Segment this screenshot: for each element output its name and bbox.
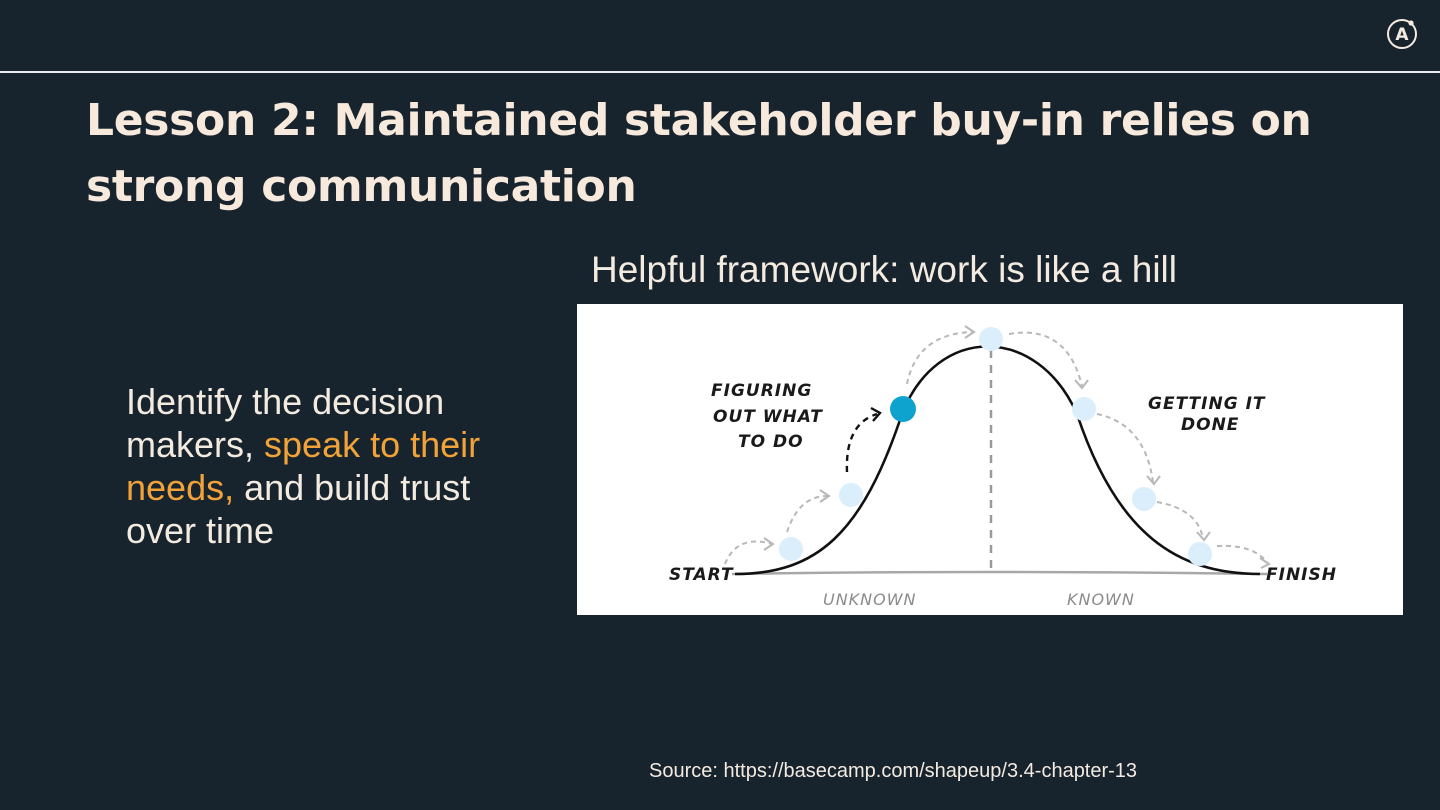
label-start: START <box>669 565 734 585</box>
label-figuring-1: FIGURING <box>711 381 812 401</box>
label-known: KNOWN <box>1067 590 1135 609</box>
label-getting-1: GETTING IT <box>1148 394 1266 414</box>
body-text-highlight: speak to their needs, <box>126 424 481 508</box>
ghost-dot <box>779 537 803 561</box>
brand-logo-letter: A <box>1395 25 1409 45</box>
figure-caption: Helpful framework: work is like a hill <box>591 249 1178 290</box>
hill-curve <box>734 345 1261 576</box>
ghost-dot <box>839 483 863 507</box>
label-finish: FINISH <box>1266 565 1337 585</box>
source-citation: Source: https://basecamp.com/shapeup/3.4… <box>649 760 1138 782</box>
body-text-part3: and build trust over time <box>126 467 471 551</box>
label-getting-2: DONE <box>1181 415 1239 435</box>
slide-title: Lesson 2: Maintained stakeholder buy-in … <box>86 95 1312 212</box>
header-divider <box>0 71 1440 73</box>
label-figuring-2: OUT WHAT <box>713 407 823 427</box>
hill-baseline <box>731 570 1268 576</box>
ghost-dot <box>1188 542 1212 566</box>
hill-chart-drawing: START FINISH FIGURING OUT WHAT TO DO GET… <box>669 325 1337 609</box>
label-figuring-3: TO DO <box>738 432 804 452</box>
active-dot <box>890 396 916 422</box>
brand-logo-icon: A <box>1387 19 1417 49</box>
body-text-part1: Identify the decision makers, <box>126 381 445 465</box>
body-text: Identify the decision makers, speak to t… <box>126 380 546 552</box>
ghost-dot <box>1072 397 1096 421</box>
label-unknown: UNKNOWN <box>823 590 917 609</box>
ghost-dot <box>979 327 1003 351</box>
ghost-dot <box>1132 487 1156 511</box>
hill-chart-image: START FINISH FIGURING OUT WHAT TO DO GET… <box>577 304 1403 615</box>
